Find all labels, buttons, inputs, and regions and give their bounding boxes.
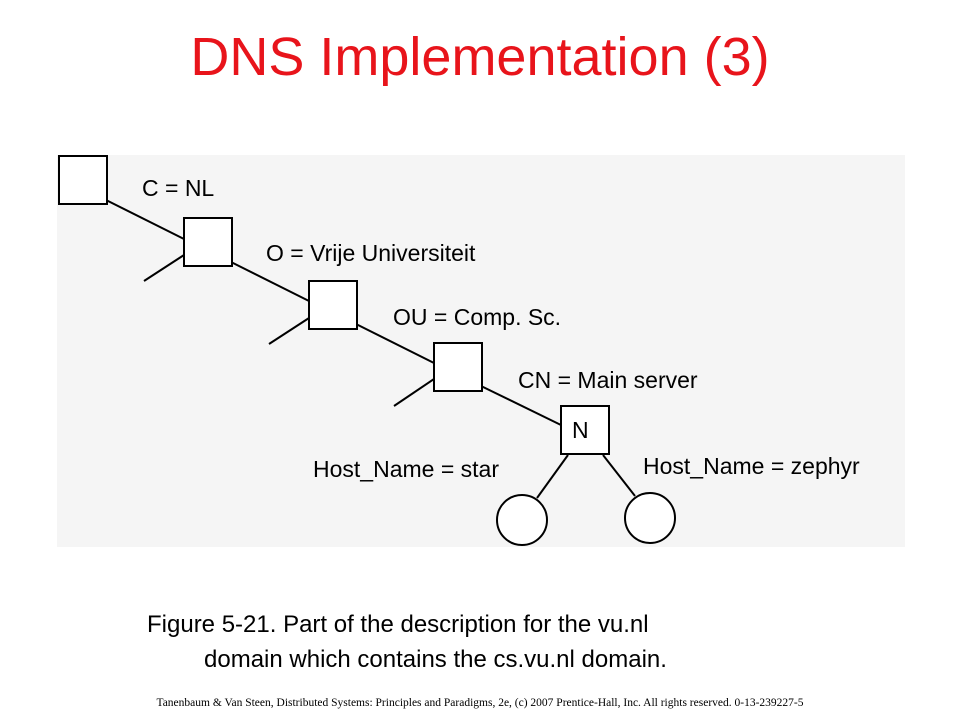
caption-line-2: domain which contains the cs.vu.nl domai…: [204, 646, 667, 673]
label-host-zephyr: Host_Name = zephyr: [643, 453, 860, 479]
label-n: N: [572, 417, 589, 443]
edge-n-to-star: [536, 454, 569, 499]
label-cn-main-server: CN = Main server: [518, 367, 698, 393]
label-c-nl: C = NL: [142, 175, 214, 201]
label-host-star: Host_Name = star: [313, 456, 499, 482]
node-root: [58, 155, 108, 205]
node-host-zephyr: [624, 492, 676, 544]
slide-title: DNS Implementation (3): [190, 27, 770, 87]
copyright-footer: Tanenbaum & Van Steen, Distributed Syste…: [156, 697, 804, 709]
edge-cn-to-n: [480, 385, 564, 427]
edge-stub-cn: [393, 378, 435, 407]
label-ou-comp-sc: OU = Comp. Sc.: [393, 304, 561, 330]
caption-line-1: Figure 5-21. Part of the description for…: [147, 611, 649, 638]
edge-root-to-o: [105, 199, 187, 241]
node-ou: [308, 280, 358, 330]
edge-o-to-ou: [230, 261, 312, 303]
edge-stub-o: [143, 254, 185, 282]
node-n: [560, 405, 610, 455]
node-host-star: [496, 494, 548, 546]
node-o: [183, 217, 233, 267]
node-cn: [433, 342, 483, 392]
edge-stub-ou: [268, 317, 310, 345]
label-o-vrije-universiteit: O = Vrije Universiteit: [266, 240, 476, 266]
edge-n-to-zephyr: [602, 454, 636, 497]
edge-ou-to-cn: [355, 323, 437, 365]
